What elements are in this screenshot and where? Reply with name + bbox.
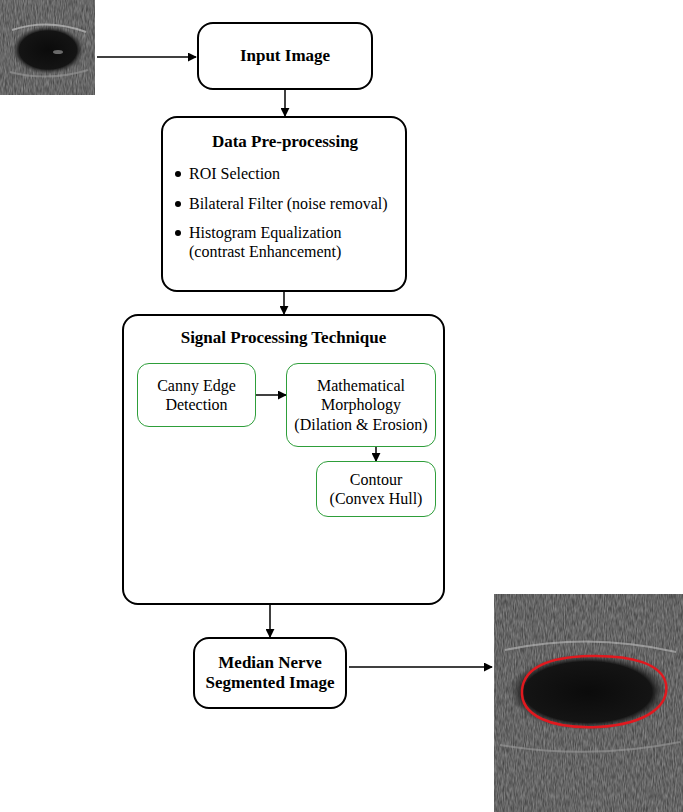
text-block: Data Pre-processing: [173, 132, 397, 152]
box-label: Contour (Convex Hull): [322, 470, 430, 508]
box-label: Input Image: [209, 46, 361, 66]
bullet-item: Histogram Equalization (contrast Enhance…: [173, 223, 397, 261]
bullet-text: ROI Selection: [189, 164, 397, 183]
bullet-text: Histogram Equalization (contrast Enhance…: [189, 223, 397, 261]
bullet-item: ROI Selection: [173, 164, 397, 183]
process-box: Contour (Convex Hull): [316, 461, 436, 517]
segmented-ultrasound-image: [494, 594, 683, 812]
process-box: Mathematical Morphology (Dilation & Eros…: [286, 363, 436, 447]
text-block: Median Nerve Segmented Image: [205, 653, 335, 694]
text-block: Mathematical Morphology (Dilation & Eros…: [292, 376, 430, 434]
process-box: Canny Edge Detection: [137, 363, 256, 427]
group-box: Signal Processing TechniqueCanny Edge De…: [122, 314, 445, 605]
bullet-dot: [175, 201, 181, 207]
bullet-item: Bilateral Filter (noise removal): [173, 194, 397, 213]
bullet-dot: [175, 171, 181, 177]
box-label: Median Nerve Segmented Image: [205, 653, 335, 694]
group-heading: Signal Processing Technique: [132, 328, 435, 348]
flow-arrow: [284, 90, 286, 116]
input-ultrasound-image: [0, 0, 95, 95]
text-block: Input Image: [209, 46, 361, 66]
text-block: Contour (Convex Hull): [322, 470, 430, 508]
output-arrow: [349, 666, 492, 668]
text-block: Signal Processing Technique: [132, 328, 435, 348]
group-heading: Data Pre-processing: [173, 132, 397, 152]
bullet-text: Bilateral Filter (noise removal): [189, 194, 397, 213]
flow-arrow: [269, 605, 271, 637]
text-block: Canny Edge Detection: [143, 376, 250, 414]
group-box: Data Pre-processingROI SelectionBilatera…: [161, 116, 407, 292]
process-box: Median Nerve Segmented Image: [193, 637, 347, 709]
box-label: Mathematical Morphology (Dilation & Eros…: [292, 376, 430, 434]
flow-arrow: [375, 447, 377, 461]
process-box: Input Image: [197, 22, 373, 90]
box-label: Canny Edge Detection: [143, 376, 250, 414]
flow-arrow: [283, 292, 285, 314]
flow-arrow: [256, 394, 286, 396]
input-arrow: [97, 56, 196, 58]
bullet-dot: [175, 230, 181, 236]
